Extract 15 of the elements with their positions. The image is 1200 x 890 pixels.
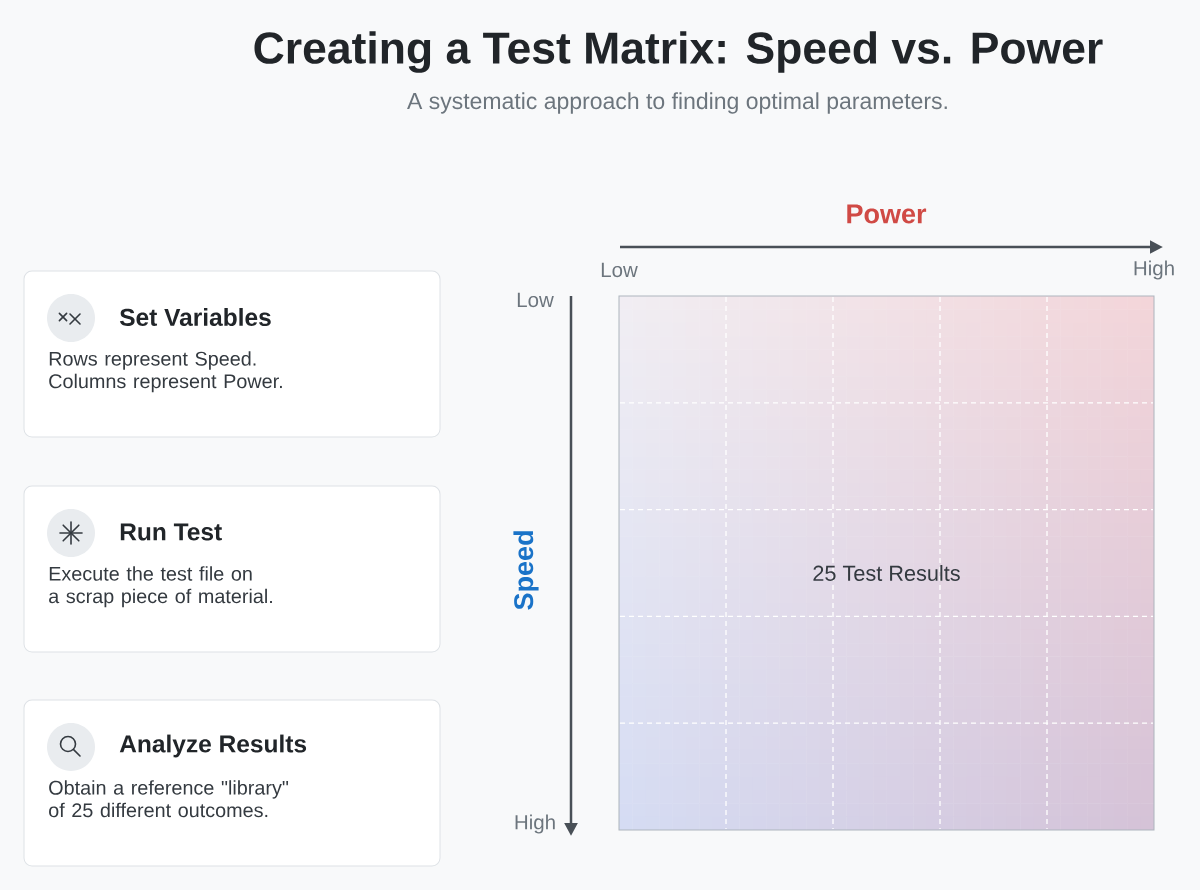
axis-end-label: Low: [601, 262, 638, 278]
matrix-label: 25 Test Results: [813, 565, 960, 581]
axis-end-label: High: [515, 814, 555, 834]
card-heading: Run Test: [120, 523, 222, 541]
title: Creating a Test Matrix: Speed vs. Power: [254, 31, 1103, 73]
axis-title: Power: [847, 204, 927, 224]
card-text: Execute the test file on a scrap piece of material.: [49, 566, 272, 608]
card-heading: Set Variables: [119, 308, 271, 326]
card-text: Rows represent Speed. Columns represent Power.: [49, 351, 282, 393]
card-text: Obtain a reference "library" of 25 different outcomes.: [49, 780, 289, 818]
axis-end-label: Low: [517, 292, 554, 308]
axis-end-label: High: [1134, 260, 1174, 280]
axis-title: Speed: [513, 531, 539, 610]
card-heading: Analyze Results: [119, 734, 307, 758]
subtitle: A systematic approach to finding optimal parameters.: [407, 92, 947, 114]
